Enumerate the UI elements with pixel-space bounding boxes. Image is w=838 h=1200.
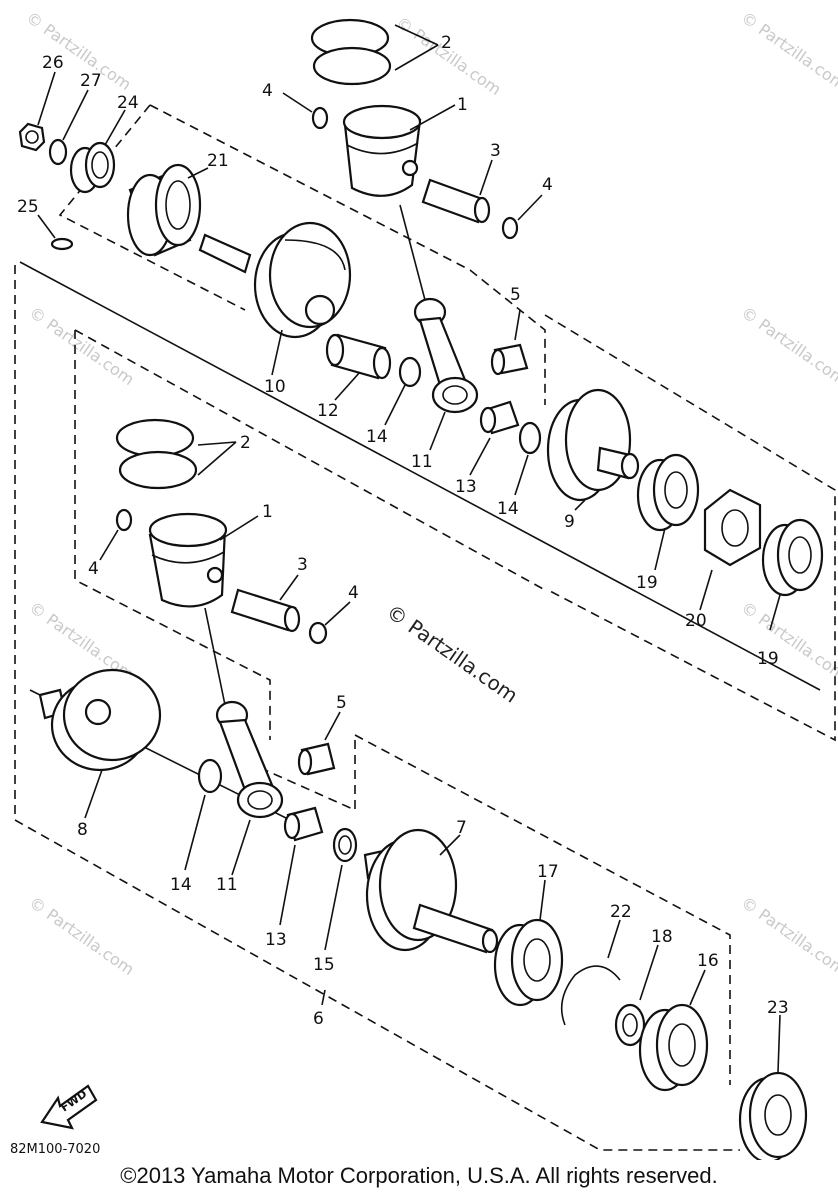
right-bearing-17 xyxy=(493,879,564,1007)
callout-upper-big-end-bearing: 13 xyxy=(455,477,477,497)
bearing-16 xyxy=(638,969,709,1092)
key-25 xyxy=(37,214,74,251)
upper-piston-rings xyxy=(310,18,439,86)
callout-crankshaft-assembly: 6 xyxy=(313,1009,324,1029)
callout-left-bearing: 21 xyxy=(207,151,229,171)
watermark: © Partzilla.com xyxy=(738,598,838,684)
lower-cylinder-dashed-outline xyxy=(74,330,271,740)
right-dashed-outline xyxy=(544,314,836,742)
collar-18 xyxy=(614,944,659,1047)
upper-piston xyxy=(342,104,456,197)
callout-upper-clip-right: 4 xyxy=(542,175,553,195)
callout-lower-piston-pin: 3 xyxy=(297,555,308,575)
callout-right-bearing-2: 16 xyxy=(697,951,719,971)
callout-upper-washer-right: 14 xyxy=(497,499,519,519)
bearing-dashed-outline xyxy=(264,740,356,812)
watermark: © Partzilla.com xyxy=(738,8,838,94)
nut-26 xyxy=(18,71,56,152)
circlip-22 xyxy=(560,919,621,1026)
small-end-bearing-5-lower xyxy=(297,711,341,776)
callout-oil-seal: 24 xyxy=(117,93,139,113)
callout-upper-crank-pin: 12 xyxy=(317,401,339,421)
callout-upper-piston-rings: 2 xyxy=(441,33,452,53)
callout-center-bearing-2: 19 xyxy=(757,649,779,669)
watermark: © Partzilla.com xyxy=(738,893,838,979)
callout-upper-clip-left: 4 xyxy=(262,81,273,101)
callout-collar: 18 xyxy=(651,927,673,947)
callout-center-bearing-1: 19 xyxy=(636,573,658,593)
callout-washer: 27 xyxy=(80,71,102,91)
callout-lower-washer-left: 14 xyxy=(170,875,192,895)
upper-clip-right xyxy=(501,194,543,240)
oil-seal-23 xyxy=(738,1014,808,1160)
callout-crank-3: 8 xyxy=(77,820,88,840)
center-watermark: © Partzilla.com xyxy=(382,599,522,707)
callout-crank-4: 7 xyxy=(456,818,467,838)
washer-14-upper-left xyxy=(384,356,422,426)
center-bearing-19-left xyxy=(636,453,700,571)
callout-lower-big-end-bearing: 13 xyxy=(265,930,287,950)
lower-piston-rings xyxy=(115,418,237,490)
callout-labyrinth-seal: 20 xyxy=(685,611,707,631)
crank-7 xyxy=(363,828,499,954)
watermark: © Partzilla.com xyxy=(23,8,135,94)
callout-labels: 2 1 4 3 4 26 27 24 21 25 10 5 12 14 11 1… xyxy=(17,33,789,1029)
labyrinth-seal-20 xyxy=(699,488,762,611)
crankshaft-parts-diagram: © Partzilla.com © Partzilla.com © Partzi… xyxy=(10,8,838,1160)
watermark: © Partzilla.com xyxy=(26,893,138,979)
crank-10 xyxy=(198,221,352,376)
callout-lower-connecting-rod: 11 xyxy=(216,875,238,895)
left-bearing-21 xyxy=(126,163,209,257)
crank-8 xyxy=(38,668,162,819)
upper-clip-left xyxy=(282,92,329,130)
callout-right-oil-seal: 23 xyxy=(767,998,789,1018)
callout-right-bearing: 17 xyxy=(537,862,559,882)
diagram-code: 82M100-7020 xyxy=(10,1142,100,1157)
callout-circlip: 22 xyxy=(610,902,632,922)
forward-arrow-icon: FWD xyxy=(40,1084,98,1130)
callout-key: 25 xyxy=(17,197,39,217)
washer-15 xyxy=(324,827,358,951)
callout-lower-piston-rings: 2 xyxy=(240,433,251,453)
callout-upper-washer-left: 14 xyxy=(366,427,388,447)
callout-upper-small-end-bearing: 5 xyxy=(510,285,521,305)
upper-connecting-rod-11 xyxy=(399,204,479,451)
washer-14-upper-right xyxy=(514,421,542,496)
lower-dashed-outline xyxy=(14,265,740,1151)
washer-14-lower-left xyxy=(184,758,223,871)
watermark: © Partzilla.com xyxy=(393,13,505,99)
callout-upper-piston-pin: 3 xyxy=(490,141,501,161)
callout-crank-1: 10 xyxy=(264,377,286,397)
crank-pin-12 xyxy=(325,333,392,401)
big-end-bearing-13-upper xyxy=(469,400,520,476)
callout-lower-piston: 1 xyxy=(262,502,273,522)
lower-piston-pin xyxy=(230,574,301,633)
upper-left-dashed-outline xyxy=(58,104,246,311)
upper-piston-pin xyxy=(421,159,493,224)
callout-lower-clip-left: 4 xyxy=(88,559,99,579)
callout-lower-small-end-bearing: 5 xyxy=(336,693,347,713)
callout-nut: 26 xyxy=(42,53,64,73)
callout-lower-clip-right: 4 xyxy=(348,583,359,603)
copyright-footer: ©2013 Yamaha Motor Corporation, U.S.A. A… xyxy=(120,1163,718,1188)
callout-upper-connecting-rod: 11 xyxy=(411,452,433,472)
assembly-6-leader xyxy=(321,989,326,1006)
crank-axis-line xyxy=(19,261,821,691)
right-lower-dashed-outline xyxy=(354,734,731,1085)
callout-upper-piston: 1 xyxy=(457,95,468,115)
watermark: © Partzilla.com xyxy=(738,303,838,389)
lower-connecting-rod-11 xyxy=(204,607,284,876)
callout-lower-washer-right: 15 xyxy=(313,955,335,975)
oil-seal-24 xyxy=(69,109,126,194)
big-end-bearing-13-lower xyxy=(279,806,324,926)
crank-9 xyxy=(546,388,640,511)
washer-27 xyxy=(48,89,89,166)
center-bearing-19-right xyxy=(761,518,824,631)
lower-piston xyxy=(148,512,259,608)
lower-clip-right xyxy=(308,601,351,645)
small-end-bearing-5-upper xyxy=(490,309,529,376)
upper-dashed-outline xyxy=(149,104,546,405)
lower-clip-left xyxy=(99,508,133,561)
callout-crank-2: 9 xyxy=(564,512,575,532)
